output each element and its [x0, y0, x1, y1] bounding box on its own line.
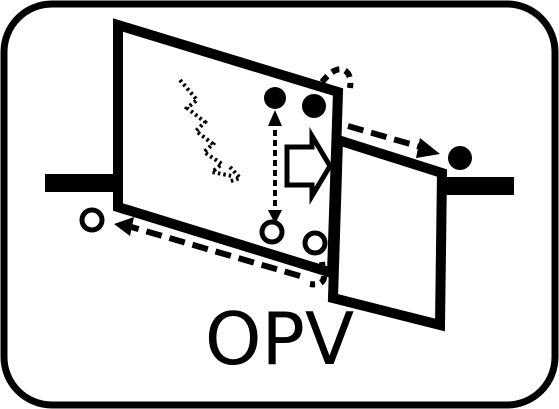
- interface-electron-dot: [302, 94, 326, 118]
- interface-hole-dot: [302, 230, 328, 256]
- arrow-up-icon: [268, 110, 282, 126]
- collected-electron-dot: [448, 146, 472, 170]
- electron-dot: [264, 87, 286, 109]
- acceptor-band: [327, 133, 448, 332]
- arrow-left-icon: [114, 217, 134, 236]
- collected-hole-dot: [79, 207, 105, 233]
- hole-transfer-arrow: [127, 223, 301, 279]
- arrow-down-icon: [268, 210, 282, 224]
- opv-label: OPV: [204, 297, 355, 381]
- electron-transfer-arrow: [347, 123, 425, 151]
- diffusion-arrow-icon: [284, 126, 333, 206]
- hole-dot: [259, 219, 285, 245]
- arrow-right-icon: [416, 138, 440, 158]
- hole-transfer-hook: [309, 261, 328, 288]
- photon-wave-arrow: [227, 165, 244, 184]
